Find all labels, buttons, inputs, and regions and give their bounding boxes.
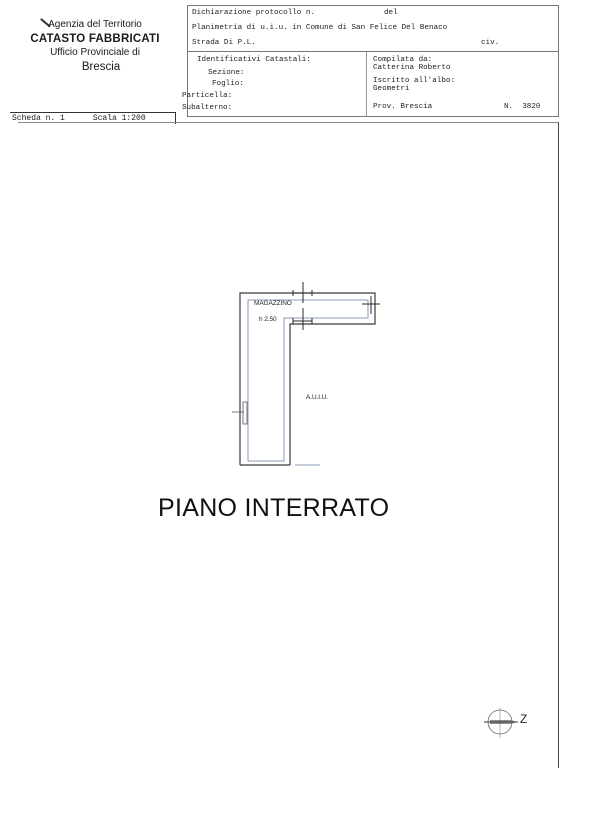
declaration-label: Dichiarazione protocollo n. [192, 9, 316, 17]
cadastral-identifiers: Identificativi Catastali: Sezione: Fogli… [182, 52, 367, 117]
office-name: Ufficio Provinciale di [50, 47, 140, 58]
adjacent-unit-label: A.U.I.U. [306, 394, 328, 401]
room-name: MAGAZZINO [254, 300, 292, 307]
title-block-header: Dichiarazione protocollo n. del Planimet… [188, 6, 558, 52]
compiler-info: Compilata da: Catterina Roberto Iscritto… [367, 52, 559, 117]
foglio-label: Foglio: [212, 80, 244, 88]
registry-name: CATASTO FABBRICATI [30, 33, 160, 45]
window-marker [232, 401, 248, 425]
office-city: Brescia [81, 61, 121, 73]
drawing-sheet-frame [18, 122, 559, 768]
compiler-name: Catterina Roberto [373, 64, 451, 72]
street-label: Strada Di P.L. [192, 39, 256, 47]
floor-title: PIANO INTERRATO [158, 494, 390, 522]
title-block: Dichiarazione protocollo n. del Planimet… [182, 5, 559, 117]
register-value: Geometri [373, 85, 410, 93]
sezione-label: Sezione: [208, 69, 245, 77]
province-label: Prov. Brescia [373, 103, 433, 111]
compiled-by-label: Compilata da: [373, 56, 433, 64]
door-markers [292, 282, 380, 330]
identifiers-heading: Identificativi Catastali: [197, 56, 311, 64]
subalterno-label: Subalterno: [182, 104, 233, 112]
civic-number-label: civ. [481, 39, 500, 47]
room-height: h 2.50 [259, 316, 277, 323]
agency-name: Agenzia del Territorio [48, 19, 142, 30]
north-label: Z [520, 712, 528, 726]
sheet-scale: Scala 1:200 [92, 114, 146, 123]
register-label: Iscritto all'albo: [373, 77, 456, 85]
room-outer-walls [239, 292, 376, 466]
north-arrow-icon [484, 708, 518, 738]
declaration-date-label: del [384, 9, 398, 17]
agency-header: Agenzia del Territorio CATASTO FABBRICAT… [20, 18, 170, 74]
room-inner-walls [247, 299, 369, 462]
registration-number: N. 3820 [504, 103, 541, 111]
sheet-number: Scheda n. 1 [12, 114, 65, 123]
particella-label: Particella: [182, 92, 233, 100]
sheet-info-strip: Scheda n. 1 Scala 1:200 [10, 112, 176, 124]
planimetry-label: Planimetria di u.i.u. in Comune di San F… [192, 24, 448, 32]
